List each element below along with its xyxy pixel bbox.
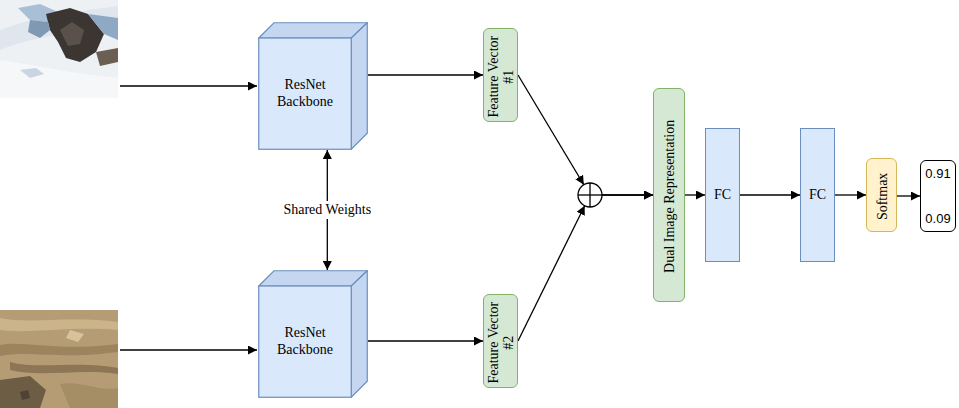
connector-line bbox=[602, 194, 653, 195]
connector-line bbox=[897, 195, 920, 196]
cube-side bbox=[351, 23, 367, 150]
node-label: FC bbox=[809, 187, 826, 203]
cube-top bbox=[259, 23, 368, 38]
node-label: FC bbox=[714, 187, 731, 203]
output-box: 0.91 0.09 bbox=[920, 160, 956, 232]
edge-label: Shared Weights bbox=[280, 201, 374, 219]
connector-line bbox=[740, 194, 800, 195]
backbone-cube: ResNet Backbone bbox=[258, 270, 368, 398]
node-label: Softmax bbox=[875, 163, 890, 229]
connector-line bbox=[835, 194, 866, 195]
feature-vector: Feature Vector #2 bbox=[483, 294, 518, 388]
cube-front bbox=[259, 286, 352, 397]
cube-front bbox=[259, 38, 352, 149]
connector-line bbox=[368, 340, 483, 341]
connector-arrow bbox=[685, 195, 705, 196]
input-arrow bbox=[120, 349, 257, 350]
edge-label-holder: Shared Weights bbox=[280, 201, 374, 219]
connector-arrow bbox=[897, 196, 920, 197]
connector-arrow bbox=[368, 341, 483, 342]
fc-layer: FC bbox=[800, 128, 835, 262]
connector-line bbox=[518, 206, 585, 341]
node-label: Dual Image Representation bbox=[663, 93, 678, 299]
connector-line bbox=[602, 194, 653, 195]
connector-arrow bbox=[835, 195, 866, 196]
connector-line bbox=[368, 74, 483, 75]
sum-symbol bbox=[578, 183, 602, 207]
fc-layer: FC bbox=[705, 128, 740, 262]
connector-arrow bbox=[740, 195, 800, 196]
cube-side bbox=[351, 271, 367, 398]
probability-value: 0.91 bbox=[925, 166, 950, 181]
input-arrow bbox=[120, 85, 257, 86]
terrain-image bbox=[0, 310, 118, 408]
connector-arrow bbox=[518, 195, 653, 341]
glacier-image bbox=[0, 0, 118, 98]
node-label: ResNet Backbone bbox=[268, 77, 342, 111]
representation-box: Dual Image Representation bbox=[653, 88, 685, 302]
probability-value: 0.09 bbox=[925, 211, 950, 226]
connector-line bbox=[518, 75, 584, 185]
connector-arrow bbox=[518, 75, 653, 195]
connector-line bbox=[685, 194, 705, 195]
node-label: Feature Vector #1 bbox=[487, 33, 516, 119]
softmax-box: Softmax bbox=[866, 158, 897, 232]
feature-vector: Feature Vector #1 bbox=[483, 28, 518, 122]
cube-top bbox=[259, 271, 368, 286]
connector-arrow bbox=[368, 75, 483, 76]
node-label: ResNet Backbone bbox=[268, 325, 342, 359]
backbone-cube: ResNet Backbone bbox=[258, 22, 368, 150]
node-label: Feature Vector #2 bbox=[487, 299, 516, 385]
